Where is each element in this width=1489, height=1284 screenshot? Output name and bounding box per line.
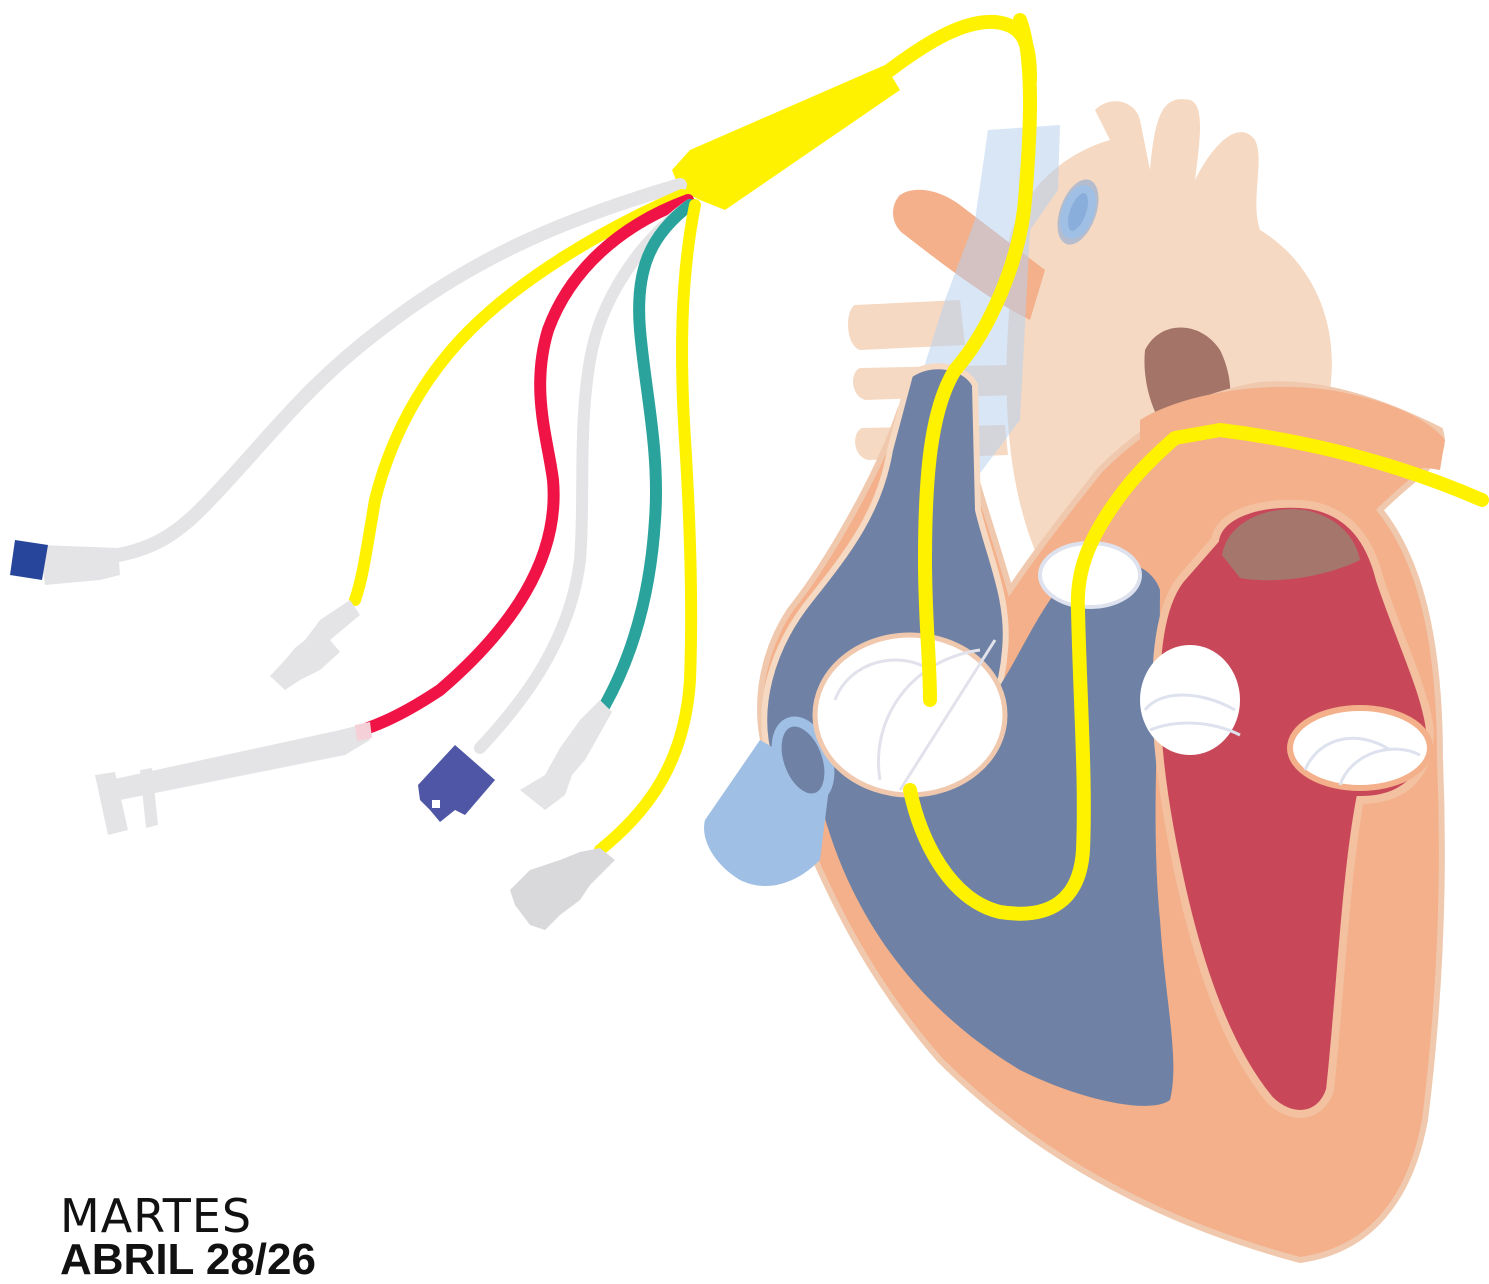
caption-date: ABRIL 28/26 bbox=[60, 1238, 316, 1282]
catheter-proximal-tube bbox=[890, 22, 1030, 80]
catheter-hub bbox=[672, 65, 900, 210]
pressure-connector-blue bbox=[10, 540, 120, 585]
stopcock-connector bbox=[520, 700, 612, 810]
aortic-valve bbox=[1290, 708, 1430, 788]
caption-day: MARTES bbox=[60, 1193, 252, 1239]
luer-connector-upper bbox=[270, 600, 360, 690]
balloon-syringe bbox=[95, 722, 372, 835]
connector-violet bbox=[418, 745, 495, 822]
tricuspid-valve bbox=[815, 635, 1005, 795]
mitral-valve bbox=[1140, 645, 1240, 755]
luer-connector-lower bbox=[510, 848, 615, 930]
